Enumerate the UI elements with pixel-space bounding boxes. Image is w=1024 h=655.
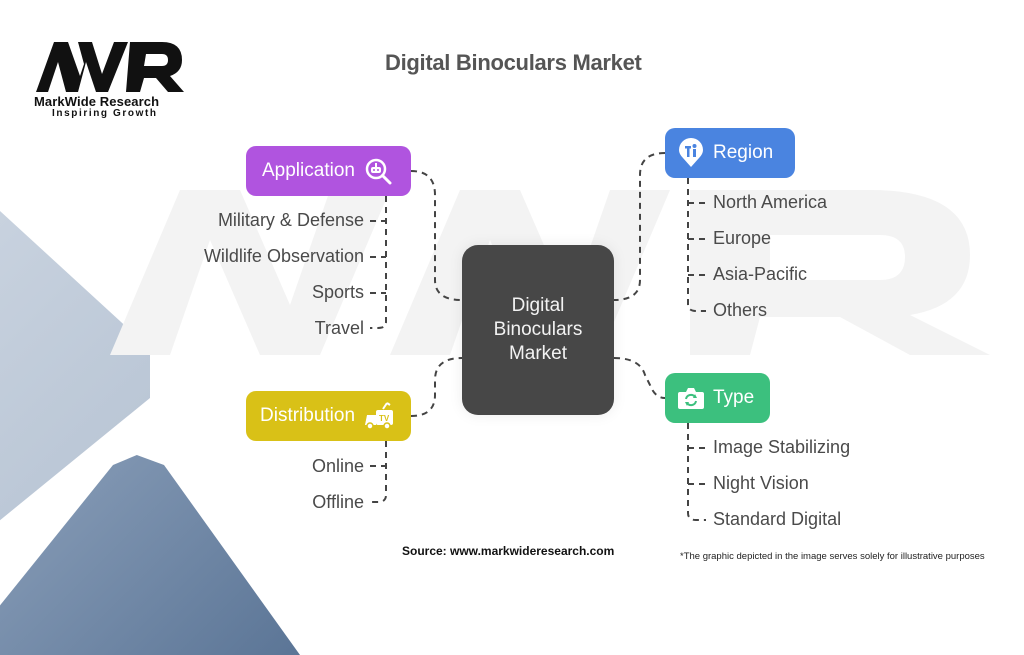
page-title: Digital Binoculars Market: [385, 50, 642, 75]
category-label: Application: [262, 160, 355, 181]
list-item: Wildlife Observation: [203, 246, 364, 266]
list-item: Offline: [312, 492, 364, 512]
list-item: Asia-Pacific: [713, 264, 808, 284]
list-item: Others: [713, 300, 768, 320]
brand-name: MarkWide Research: [34, 94, 160, 109]
source-credit: Source: www.markwideresearch.com: [402, 544, 615, 558]
category-label: Region: [713, 142, 774, 163]
center-node-line-1: Digital: [511, 295, 565, 316]
camera-rotate-icon: [678, 388, 704, 409]
category-region: Region: [665, 128, 795, 178]
category-distribution: Distribution TV: [246, 391, 411, 441]
center-node-line-3: Market: [508, 343, 568, 364]
category-label: Type: [713, 387, 755, 408]
tv-truck-icon: TV: [365, 402, 394, 430]
svg-text:TV: TV: [379, 414, 390, 423]
center-node-line-2: Binoculars: [493, 319, 583, 340]
robot-search-icon: [365, 158, 392, 185]
list-item: Travel: [314, 318, 364, 338]
connector-lines: [370, 152, 706, 521]
center-node: Digital Binoculars Market: [462, 245, 614, 415]
list-item: Image Stabilizing: [713, 437, 851, 457]
category-type: Type: [665, 373, 770, 423]
list-item: Online: [311, 456, 364, 476]
list-item: Military & Defense: [217, 210, 364, 230]
brand-tagline: Inspiring Growth: [52, 108, 158, 119]
list-item: North America: [713, 192, 828, 212]
disclaimer-note: *The graphic depicted in the image serve…: [680, 551, 985, 562]
list-item: Standard Digital: [713, 509, 842, 529]
brand-logo-icon: [36, 42, 184, 92]
list-item: Night Vision: [713, 473, 809, 493]
category-application: Application: [246, 146, 411, 196]
category-label: Distribution: [260, 405, 356, 426]
list-item: Europe: [713, 228, 772, 248]
map-pin-people-icon: [679, 138, 703, 167]
list-item: Sports: [311, 282, 364, 302]
